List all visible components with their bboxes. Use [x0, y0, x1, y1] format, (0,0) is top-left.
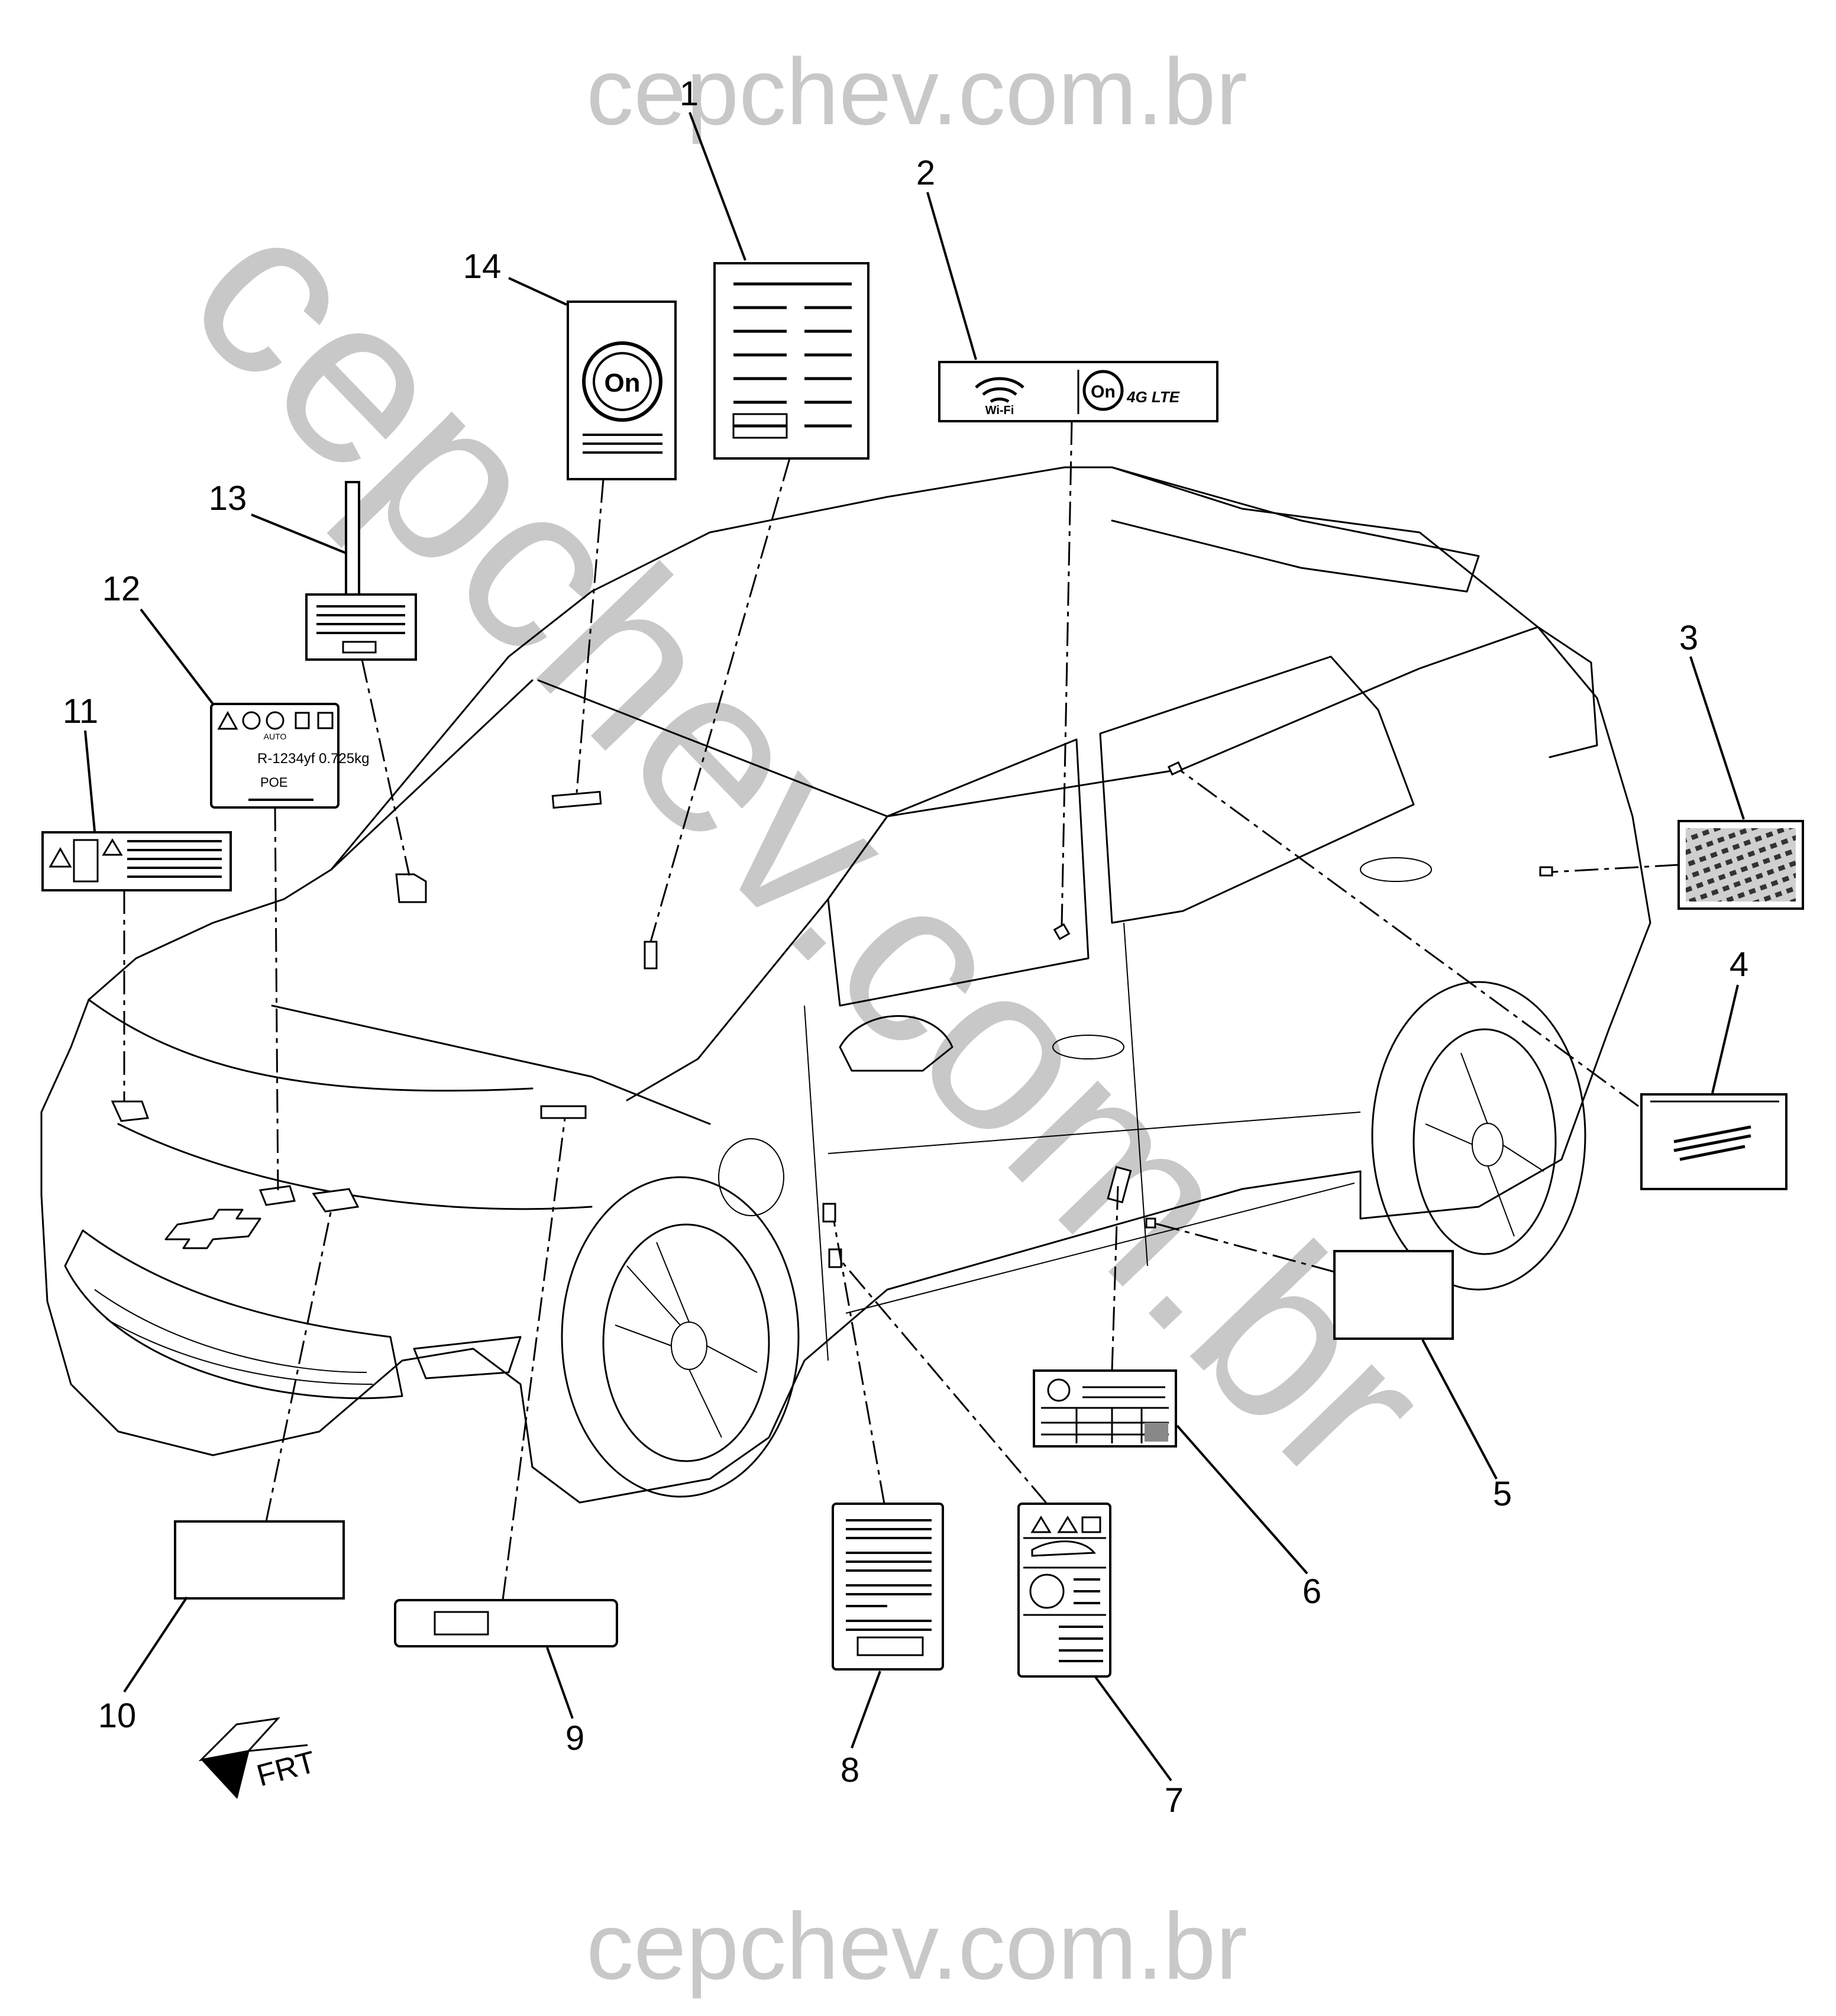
- warning-icon: [49, 847, 72, 868]
- watermark-top: cepchev.com.br: [586, 38, 1247, 144]
- callout-7: 7: [1165, 1781, 1184, 1820]
- label-4: [1640, 1093, 1787, 1190]
- locator-lines: [123, 421, 1679, 1601]
- label-9: [394, 1599, 618, 1647]
- callout-4: 4: [1730, 945, 1748, 984]
- callout-10: 10: [98, 1697, 137, 1735]
- callout-2: 2: [916, 154, 935, 192]
- callout-6: 6: [1302, 1572, 1321, 1611]
- mounted-labels: [111, 761, 1553, 1268]
- label-14: On: [567, 301, 677, 480]
- manual-icon: [295, 712, 310, 729]
- label-11: [41, 831, 232, 891]
- fan-icon: [266, 711, 285, 730]
- label-2: Wi-Fi On 4G LTE: [938, 361, 1218, 422]
- no-flame-icon: [242, 711, 261, 730]
- label-13: [305, 481, 417, 661]
- oil-text: POE: [260, 775, 287, 790]
- book-icon: [317, 712, 334, 729]
- warning-icon: [1030, 1516, 1078, 1533]
- callout-9: 9: [565, 1719, 584, 1757]
- label-12: AUTO R-1234yf 0.725kg POE: [210, 703, 369, 809]
- callout-12: 12: [102, 570, 141, 608]
- onstar-text-2: On: [604, 369, 640, 398]
- wifi-text: Wi-Fi: [985, 404, 1014, 417]
- watermark-bottom: cepchev.com.br: [586, 1893, 1247, 1999]
- front-indicator: FRT: [198, 1717, 319, 1799]
- lte-text: 4G LTE: [1126, 388, 1180, 406]
- wifi-icon: [975, 377, 1024, 403]
- leader-lines: [84, 112, 1745, 1782]
- callout-3: 3: [1679, 619, 1698, 657]
- callout-5: 5: [1493, 1475, 1512, 1513]
- onstar-logo-icon: [582, 341, 662, 422]
- callout-8: 8: [841, 1751, 859, 1789]
- callout-14: 14: [463, 247, 502, 286]
- label-8: [832, 1503, 944, 1671]
- warning-icon: [217, 710, 238, 730]
- auto-text: AUTO: [264, 732, 287, 741]
- label-6: [1033, 1369, 1177, 1448]
- label-7: [1017, 1503, 1111, 1678]
- callout-numbers: 1 2 3 4 5 6 7 8 9 10 11 12 13 14: [63, 75, 1748, 1820]
- label-3: [1677, 820, 1804, 910]
- label-5: [1333, 1250, 1454, 1340]
- frt-text: FRT: [253, 1745, 319, 1794]
- onstar-text: On: [1091, 382, 1116, 402]
- onstar-logo-icon: [1082, 370, 1124, 411]
- label-10: [174, 1520, 345, 1600]
- callout-11: 11: [63, 692, 98, 731]
- label-1: [713, 262, 869, 460]
- refrigerant-text: R-1234yf 0.725kg: [257, 751, 369, 767]
- callout-13: 13: [209, 479, 247, 518]
- callout-1: 1: [680, 75, 699, 113]
